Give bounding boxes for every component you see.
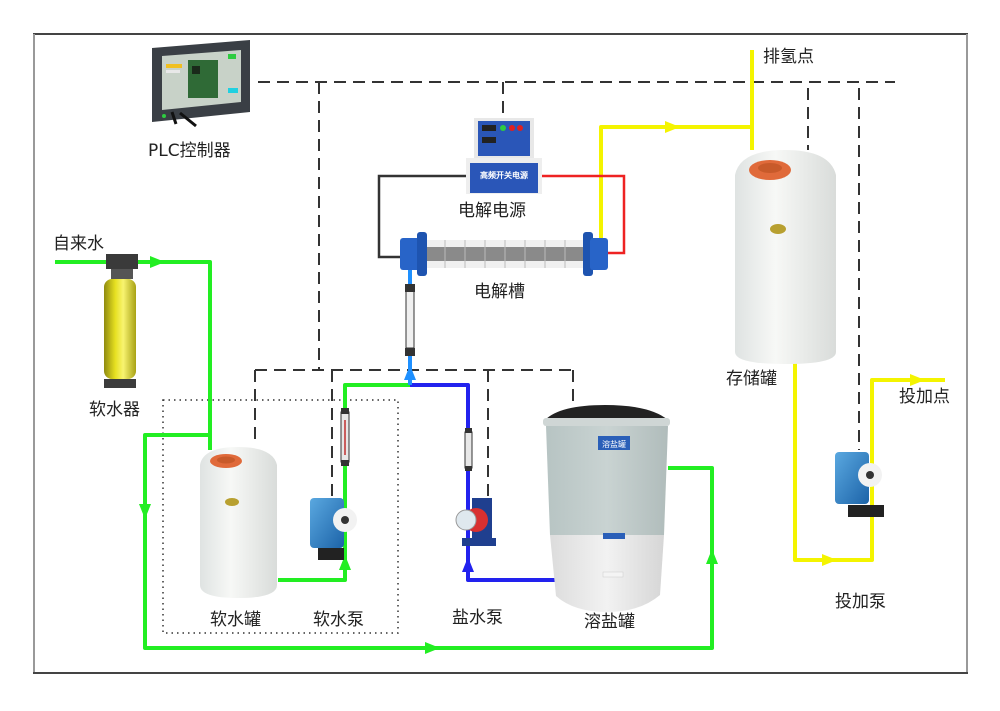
power-supply-nameplate-text: 高频开关电源	[480, 170, 528, 180]
salt-tank-plate-text: 溶盐罐	[602, 439, 626, 449]
label-electrolyzer: 电解槽	[474, 282, 525, 302]
label-soft-water-tank: 软水罐	[210, 610, 261, 630]
water-flow-arrows	[139, 256, 718, 654]
cell-flowmeter-icon	[405, 284, 415, 356]
soft-water-unit-enclosure	[162, 399, 399, 634]
arrow-icon	[462, 557, 474, 572]
hypochlorite-pipes	[599, 50, 945, 562]
negative-wire	[377, 174, 468, 259]
pipe-brine-pump-to-cell	[410, 383, 470, 430]
diagram-frame	[33, 33, 968, 674]
arrow-icon	[665, 121, 680, 133]
product-flow-arrows	[665, 121, 925, 566]
storage-tank-icon	[735, 150, 836, 364]
brine-flowmeter-icon	[464, 428, 473, 471]
label-power-supply: 电解电源	[458, 201, 526, 221]
label-salt-tank: 溶盐罐	[584, 612, 635, 632]
label-tap-water: 自来水	[53, 234, 104, 254]
arrow-icon	[339, 555, 351, 570]
brine-pump-icon	[455, 498, 496, 546]
label-storage-tank: 存储罐	[726, 369, 777, 389]
positive-wire	[534, 174, 626, 255]
soft-water-tank-icon	[200, 447, 277, 598]
label-hydrogen-vent: 排氢点	[763, 47, 814, 67]
electrolyzer-cell-icon	[400, 232, 608, 276]
label-soft-water-pump: 软水泵	[313, 610, 364, 630]
pipe-tap-water-inlet	[55, 260, 714, 650]
label-softener: 软水器	[89, 400, 140, 420]
label-dosing-point: 投加点	[899, 387, 950, 407]
label-brine-pump: 盐水泵	[452, 608, 503, 628]
arrow-icon	[425, 642, 440, 654]
arrow-icon	[910, 374, 925, 386]
pipe-salt-to-brine-pump	[466, 430, 556, 582]
arrow-icon	[139, 504, 151, 519]
arrow-icon	[150, 256, 165, 268]
salt-dissolving-tank-icon	[543, 405, 670, 612]
label-dosing-pump: 投加泵	[835, 592, 886, 612]
soft-water-pump-icon	[310, 498, 357, 560]
power-supply-icon	[466, 118, 542, 194]
arrow-icon	[706, 549, 718, 564]
brine-pipes	[410, 383, 556, 582]
water-softener-icon	[104, 254, 138, 388]
dosing-pump-icon	[835, 452, 884, 517]
soft-water-flowmeter-icon	[340, 408, 350, 466]
pipe-cell-to-storage	[599, 125, 752, 240]
pipe-tank-to-soft-pump	[278, 383, 410, 582]
pipe-storage-to-dosing-pump	[793, 362, 945, 562]
arrow-icon	[822, 554, 837, 566]
plc-controller-icon	[152, 40, 250, 128]
arrow-icon	[404, 365, 416, 380]
control-signal-lines	[254, 81, 895, 500]
water-pipes	[55, 260, 714, 650]
label-plc-controller: PLC控制器	[148, 141, 231, 161]
